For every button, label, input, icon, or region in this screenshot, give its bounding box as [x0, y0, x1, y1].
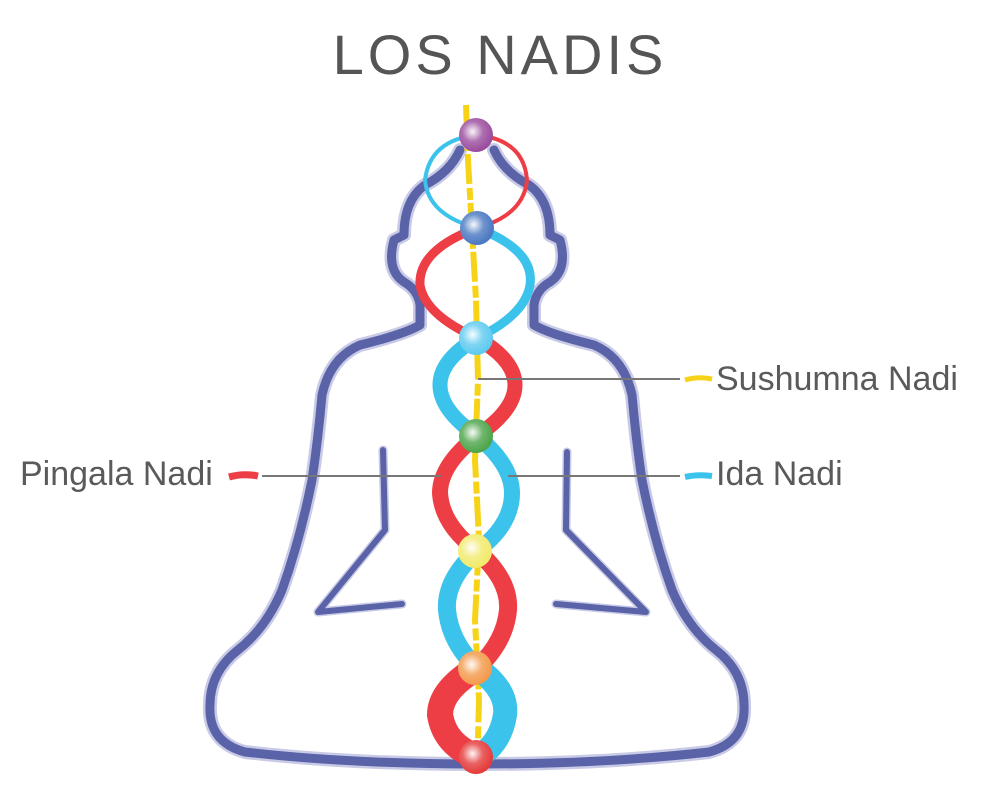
chakra-crown: [459, 118, 493, 152]
ida-label: Ida Nadi: [716, 455, 843, 493]
chakra-throat: [459, 321, 493, 355]
diagram-title: LOS NADIS: [332, 23, 668, 86]
pingala-label: Pingala Nadi: [20, 455, 213, 493]
chakra-sacral: [458, 651, 492, 685]
chakra-root: [459, 740, 493, 774]
pingala-nadi: [415, 133, 530, 770]
sushumna-swatch: [684, 375, 713, 383]
sushumna-label: Sushumna Nadi: [716, 360, 958, 398]
chakra-third-eye: [460, 211, 494, 245]
chakra-heart: [459, 419, 493, 453]
pingala-swatch: [228, 471, 259, 481]
ida-nadi: [422, 133, 535, 769]
chakra-solar-plexus: [458, 534, 492, 568]
ida-swatch: [684, 472, 713, 480]
chakras: [458, 118, 494, 774]
